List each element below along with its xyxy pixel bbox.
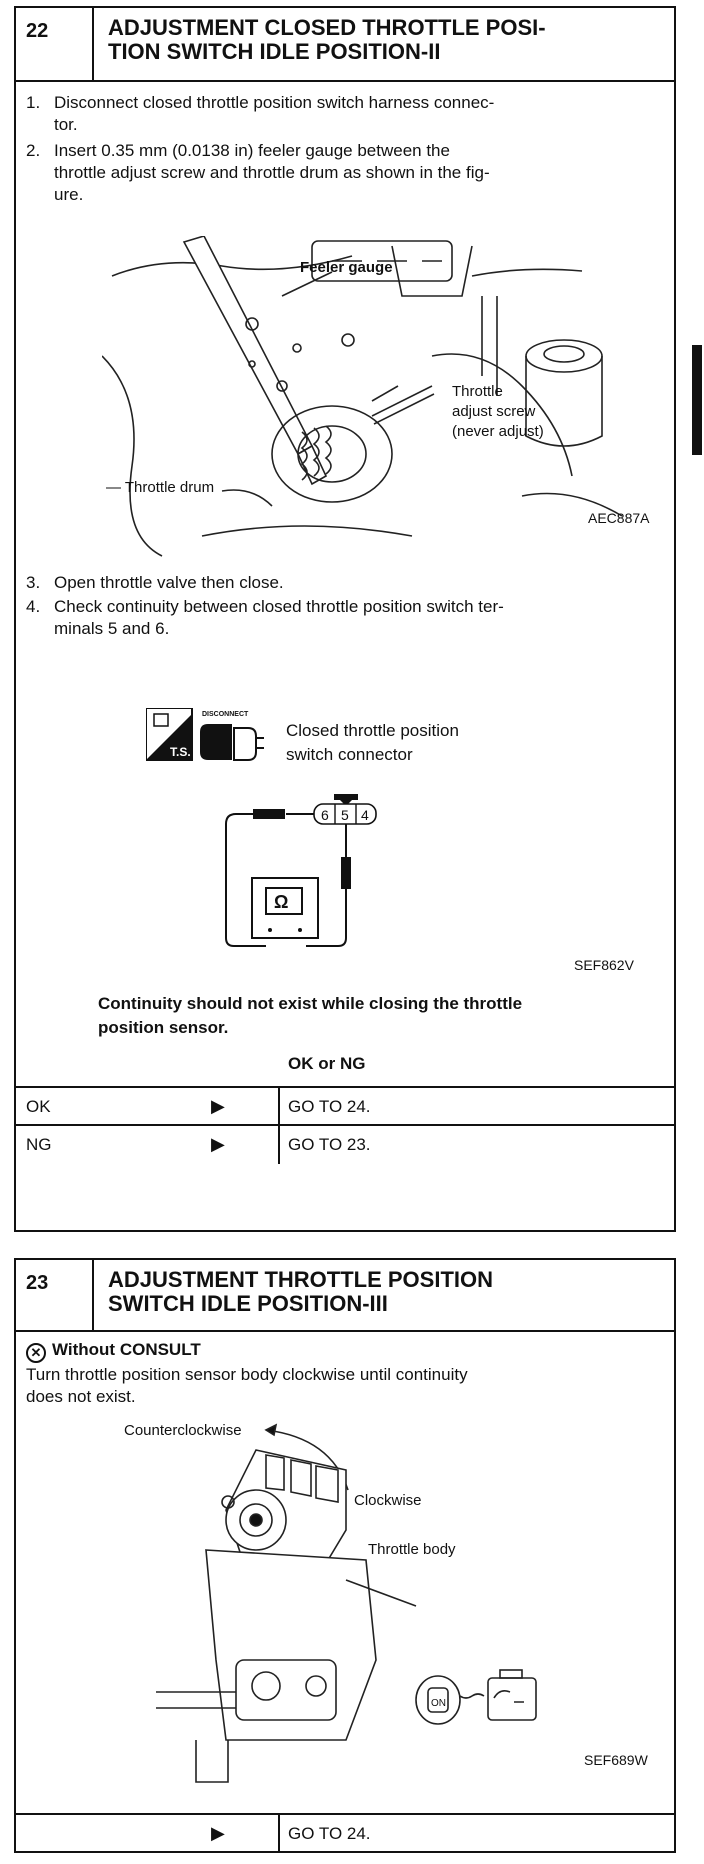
label-throttle-body: Throttle body (368, 1541, 456, 1558)
ts-icon: T.S. (146, 708, 193, 761)
row-target-link[interactable]: GO TO 23. (278, 1126, 678, 1164)
figure-code: SEF689W (584, 1752, 649, 1768)
label-throttle-adjust-2: adjust screw (452, 403, 536, 420)
label-counterclockwise: Counterclockwise (124, 1422, 242, 1439)
throttle-drum-figure: Feeler gauge Throttle adjust screw (neve… (102, 236, 650, 557)
row-key: OK (26, 1097, 51, 1116)
figure-code: AEC887A (588, 510, 650, 526)
instruction-line-1: Turn throttle position sensor body clock… (26, 1365, 468, 1384)
ohmmeter: Ω (251, 877, 319, 939)
section-22-box: 22 ADJUSTMENT CLOSED THROTTLE POSI- TION… (14, 6, 676, 1232)
label-throttle-adjust-1: Throttle (452, 383, 503, 400)
step-number: 4. (26, 597, 41, 616)
step-text-line: Disconnect closed throttle position swit… (54, 93, 495, 112)
result-line-2: position sensor. (98, 1018, 229, 1037)
ok-or-ng-heading: OK or NG (288, 1054, 366, 1073)
step-number: 3. (26, 573, 41, 592)
title-line-2: SWITCH IDLE POSITION-III (108, 1291, 388, 1316)
arrow-right-icon: ▶ (211, 1134, 225, 1154)
arrow-right-icon: ▶ (211, 1823, 225, 1843)
step-text-line: Check continuity between closed throttle… (54, 597, 504, 616)
step-text-line: tor. (54, 115, 78, 134)
pin-4: 4 (361, 807, 369, 823)
row-key: NG (26, 1135, 52, 1154)
no-consult-icon: ✕ (26, 1343, 46, 1363)
page-edge-tab (692, 345, 702, 455)
section-title: ADJUSTMENT CLOSED THROTTLE POSI- TION SW… (108, 16, 666, 64)
ohm-symbol: Ω (274, 892, 288, 912)
result-line-1: Continuity should not exist while closin… (98, 994, 523, 1013)
label-throttle-adjust-3: (never adjust) (452, 423, 544, 440)
key-on-label: ON (431, 1698, 446, 1709)
section-23-box: 23 ADJUSTMENT THROTTLE POSITION SWITCH I… (14, 1258, 676, 1853)
section-23-header: 23 ADJUSTMENT THROTTLE POSITION SWITCH I… (16, 1260, 674, 1332)
ts-label: T.S. (170, 745, 191, 759)
step-number: 2. (26, 141, 41, 160)
result-row-ng[interactable]: NG ▶ GO TO 23. (16, 1124, 674, 1164)
label-clockwise: Clockwise (354, 1492, 422, 1509)
result-row-ok[interactable]: OK ▶ GO TO 24. (16, 1086, 674, 1126)
without-consult-label: ✕ Without CONSULT (26, 1340, 201, 1363)
step-text-line: ure. (54, 185, 84, 204)
connector-pins: 6 5 4 (313, 794, 377, 825)
step-2: 2. Insert 0.35 mm (0.0138 in) feeler gau… (26, 140, 664, 206)
step-text-line: Insert 0.35 mm (0.0138 in) feeler gauge … (54, 141, 450, 160)
step-3: 3. Open throttle valve then close. (26, 572, 664, 594)
instruction-text: Turn throttle position sensor body clock… (26, 1364, 468, 1408)
step-text-line: minals 5 and 6. (54, 619, 170, 638)
instruction-line-2: does not exist. (26, 1387, 136, 1406)
pin-5: 5 (341, 807, 349, 823)
row-target-link[interactable]: GO TO 24. (278, 1088, 678, 1126)
title-line-1: ADJUSTMENT CLOSED THROTTLE POSI- (108, 15, 546, 40)
section-22-header: 22 ADJUSTMENT CLOSED THROTTLE POSI- TION… (16, 8, 674, 82)
step-1: 1. Disconnect closed throttle position s… (26, 92, 664, 136)
without-consult-text: Without CONSULT (52, 1340, 201, 1359)
step-4: 4. Check continuity between closed throt… (26, 596, 664, 640)
arrow-right-icon: ▶ (211, 1096, 225, 1116)
result-statement: Continuity should not exist while closin… (98, 992, 522, 1040)
title-line-1: ADJUSTMENT THROTTLE POSITION (108, 1267, 493, 1292)
section-number: 23 (16, 1260, 94, 1330)
continuity-check-figure: T.S. DISCONNECT Closed throttle position… (146, 708, 635, 973)
figure-code: SEF862V (574, 957, 635, 973)
section-title: ADJUSTMENT THROTTLE POSITION SWITCH IDLE… (108, 1268, 666, 1316)
section-number: 22 (16, 8, 94, 80)
label-throttle-drum: — Throttle drum (106, 479, 214, 496)
pin-6: 6 (321, 807, 329, 823)
throttle-position-sensor-figure: Counterclockwise Clockwise Throttle body… (124, 1422, 649, 1783)
label-feeler-gauge: Feeler gauge (300, 259, 393, 276)
step-number: 1. (26, 93, 41, 112)
connector-label-line-2: switch connector (286, 745, 413, 764)
row-target-link[interactable]: GO TO 24. (278, 1815, 678, 1853)
result-row[interactable]: ▶ GO TO 24. (16, 1813, 674, 1853)
connector-label-line-1: Closed throttle position (286, 721, 459, 740)
title-line-2: TION SWITCH IDLE POSITION-II (108, 39, 441, 64)
step-text-line: throttle adjust screw and throttle drum … (54, 163, 490, 182)
disconnect-label: DISCONNECT (202, 711, 249, 718)
step-text-line: Open throttle valve then close. (54, 573, 284, 592)
disconnect-icon: DISCONNECT (200, 711, 264, 761)
